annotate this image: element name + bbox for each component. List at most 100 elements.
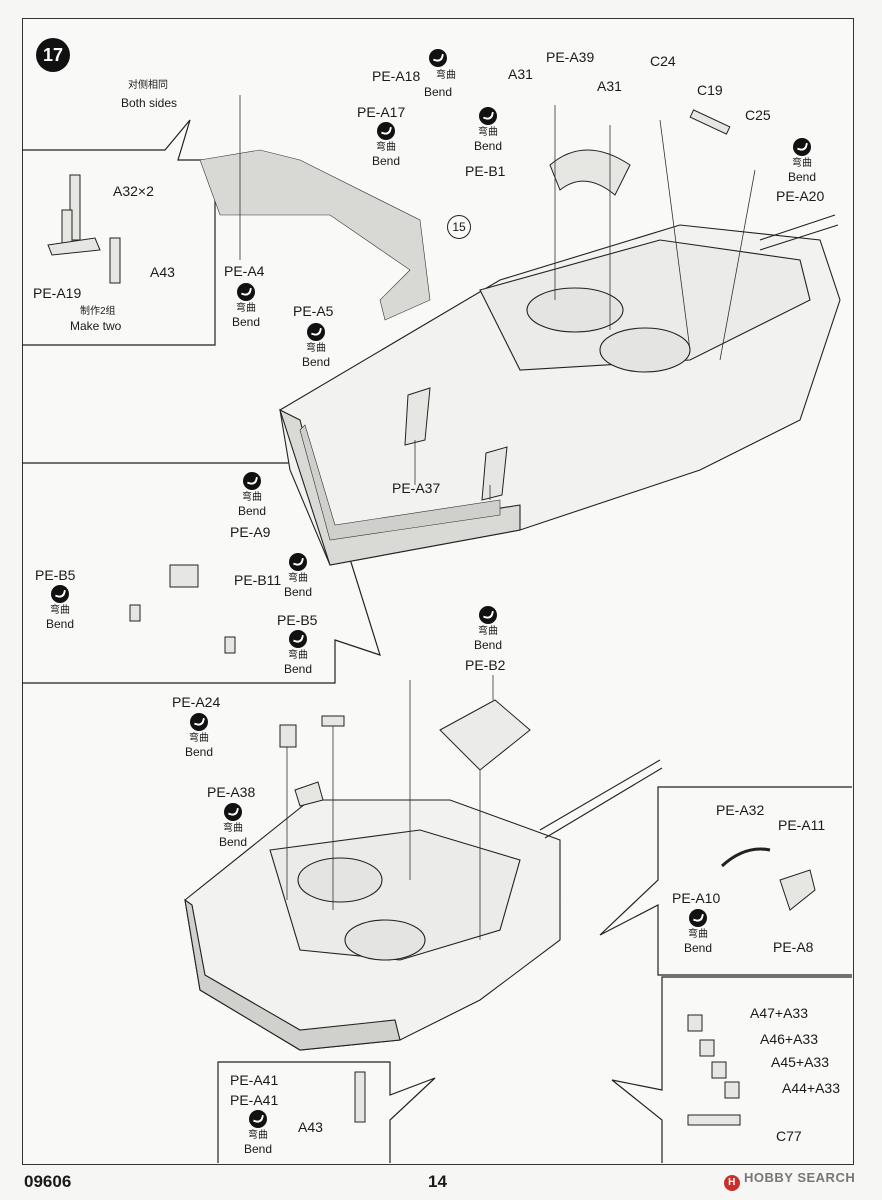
- watermark: H HOBBY SEARCH: [724, 1170, 855, 1191]
- label-pe-a19: PE-A19: [33, 285, 82, 301]
- bend-icon: [249, 1110, 267, 1128]
- part-pe-b1: [549, 149, 631, 196]
- bend-note: 弯曲 Bend: [356, 122, 416, 168]
- bend-icon: [289, 553, 307, 571]
- label-pe-a8: PE-A8: [773, 939, 814, 955]
- bend-icon: [51, 585, 69, 603]
- label-pe-b2: PE-B2: [465, 657, 506, 673]
- label-a31-left: A31: [508, 66, 533, 82]
- both-sides-label-cn: 对侧相同: [128, 80, 168, 91]
- label-c24: C24: [650, 53, 676, 69]
- part-pe-b5: [224, 636, 236, 654]
- bend-note: 弯曲 Bend: [286, 323, 346, 369]
- label-pe-a39: PE-A39: [546, 49, 595, 65]
- bend-en: Bend: [424, 85, 453, 99]
- part-pe-a19: [47, 237, 101, 256]
- upper-hull-top: [279, 214, 841, 566]
- label-pe-a32: PE-A32: [716, 802, 765, 818]
- part-pe-a38: [294, 781, 324, 807]
- bend-note: 弯曲 Bend: [203, 803, 263, 849]
- part-pe-a8: [779, 869, 816, 911]
- label-a31-right: A31: [597, 78, 622, 94]
- bend-icon: [479, 606, 497, 624]
- pe-b2-plate: [439, 699, 531, 771]
- page-number: 14: [428, 1172, 447, 1191]
- part-pe-a37: [481, 446, 508, 501]
- label-a47-a33: A47+A33: [750, 1005, 808, 1021]
- label-a32x2: A32×2: [113, 183, 154, 199]
- watermark-text: HOBBY SEARCH: [744, 1170, 856, 1185]
- label-pe-a11: PE-A11: [778, 817, 826, 833]
- part-a32: [69, 174, 81, 241]
- label-a46-a33: A46+A33: [760, 1031, 818, 1047]
- bend-note: 弯曲 Bend: [458, 107, 518, 153]
- bend-icon: [307, 323, 325, 341]
- bend-note: 弯曲 Bend: [169, 713, 229, 759]
- bend-note: 弯曲 Bend: [458, 606, 518, 652]
- label-a43-bottom: A43: [298, 1119, 323, 1135]
- label-pe-a5: PE-A5: [293, 303, 334, 319]
- part-pe-a24: [321, 715, 345, 727]
- bend-note: 弯曲 Bend: [268, 630, 328, 676]
- bend-icon: [479, 107, 497, 125]
- label-c19: C19: [697, 82, 723, 98]
- part-c77: [687, 1114, 741, 1126]
- bend-note: 弯曲 Bend: [222, 472, 282, 518]
- part-c19: [689, 109, 731, 135]
- label-a45-a33: A45+A33: [771, 1054, 829, 1070]
- bend-icon: [224, 803, 242, 821]
- part-pe-a37: [404, 387, 431, 446]
- part-a47-a33: [687, 1014, 703, 1032]
- label-pe-a18: PE-A18: [372, 68, 421, 84]
- bend-icon: [793, 138, 811, 156]
- label-pe-a41-2: PE-A41: [230, 1092, 279, 1108]
- reference-step-circle: 15: [447, 215, 471, 239]
- bend-note: [408, 49, 468, 69]
- label-pe-b11: PE-B11: [234, 572, 282, 588]
- callout-box-a41: [217, 1061, 436, 1163]
- part-a43: [109, 237, 121, 284]
- label-pe-b5-left: PE-B5: [35, 567, 76, 583]
- lower-hull: [184, 759, 663, 1051]
- label-pe-a38: PE-A38: [207, 784, 256, 800]
- watermark-logo-icon: H: [724, 1175, 740, 1191]
- bend-cn: 弯曲: [436, 70, 456, 81]
- label-pe-a9: PE-A9: [230, 524, 271, 540]
- label-pe-a20: PE-A20: [776, 188, 825, 204]
- part-pe-a32: [720, 847, 771, 868]
- callout-box-a8: [599, 786, 852, 976]
- both-sides-label-en: Both sides: [121, 96, 178, 110]
- callout-box-c77: [611, 976, 852, 1163]
- label-c77: C77: [776, 1128, 802, 1144]
- label-pe-b5-right: PE-B5: [277, 612, 318, 628]
- callout-box-b11: [22, 462, 381, 684]
- part-a46-a33: [699, 1039, 715, 1057]
- step-number: 17: [36, 38, 70, 72]
- bend-icon: [243, 472, 261, 490]
- part-a43-bottom: [354, 1071, 366, 1123]
- part-a32: [61, 209, 73, 246]
- callout-box-a19: [22, 119, 216, 346]
- label-pe-a10: PE-A10: [672, 890, 721, 906]
- bend-note: 弯曲 Bend: [772, 138, 832, 184]
- bend-note: 弯曲 Bend: [668, 909, 728, 955]
- part-a44-a33: [724, 1081, 740, 1099]
- part-pe-a24: [279, 724, 297, 748]
- bend-note: 弯曲 Bend: [216, 283, 276, 329]
- label-pe-a41-1: PE-A41: [230, 1072, 279, 1088]
- label-pe-a37: PE-A37: [392, 480, 441, 496]
- bend-note: 弯曲 Bend: [268, 553, 328, 599]
- make-two-label-cn: 制作2组: [80, 306, 116, 317]
- label-pe-a4: PE-A4: [224, 263, 265, 279]
- bend-icon: [429, 49, 447, 67]
- bend-icon: [289, 630, 307, 648]
- bend-note: 弯曲 Bend: [30, 585, 90, 631]
- label-a44-a33: A44+A33: [782, 1080, 840, 1096]
- bend-icon: [190, 713, 208, 731]
- part-pe-b11: [169, 564, 199, 588]
- bend-icon: [237, 283, 255, 301]
- part-pe-b5: [129, 604, 141, 622]
- kit-number: 09606: [24, 1172, 72, 1191]
- fender-rail-upper: [199, 149, 501, 541]
